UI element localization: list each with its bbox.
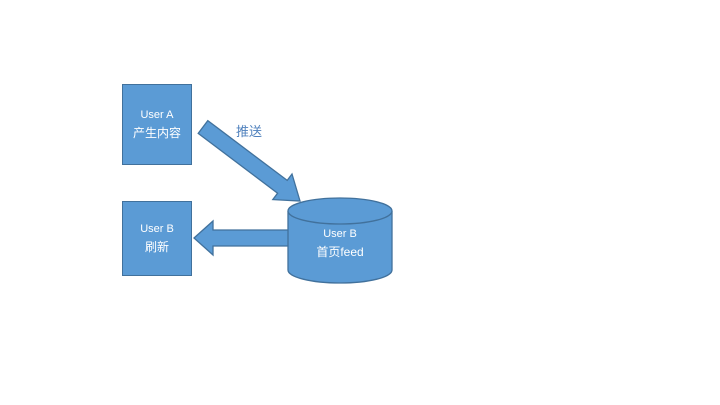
user-a-subtitle: 产生内容 [132, 126, 181, 140]
database-cylinder-top [287, 197, 393, 225]
user-b-title: User B [140, 223, 174, 235]
user-a-node: User A 产生内容 [122, 84, 192, 165]
feed-db-subtitle: 首页feed [316, 245, 364, 259]
user-b-node: User B 刷新 [122, 201, 192, 276]
feed-db-label: User B 首页feed [288, 226, 392, 261]
refresh-arrow [193, 219, 290, 257]
push-arrow [197, 119, 301, 202]
user-b-subtitle: 刷新 [144, 240, 169, 254]
database-cylinder-body [287, 211, 393, 284]
feed-db-title: User B [323, 228, 357, 240]
push-arrow-label: 推送 [236, 124, 263, 139]
user-a-title: User A [140, 109, 174, 121]
